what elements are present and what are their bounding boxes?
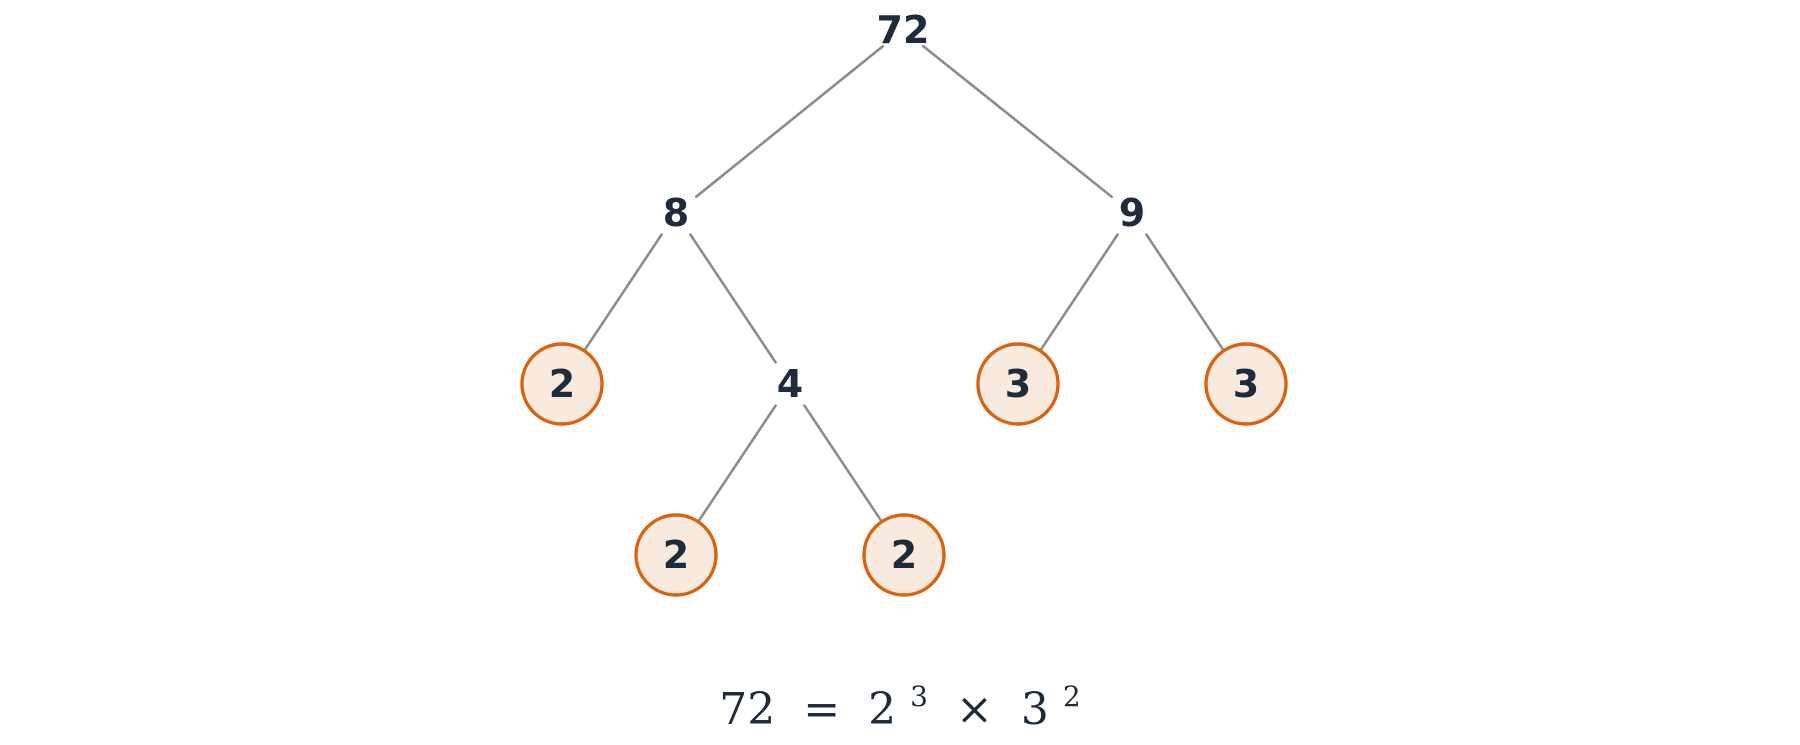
formula-equals: =	[803, 684, 840, 735]
formula-exponent-1: 3	[910, 680, 928, 713]
tree-edges	[583, 44, 1225, 522]
node-label: 8	[663, 191, 689, 235]
tree-edge-n8-n4	[689, 233, 777, 364]
node-label: 3	[1005, 362, 1031, 406]
composite-node: 8	[663, 191, 689, 235]
composite-node: 9	[1119, 191, 1145, 235]
prime-circle	[976, 342, 1060, 426]
composite-node: 4	[777, 362, 803, 406]
tree-edge-n9-n3b	[1145, 233, 1225, 351]
formula-lhs: 72	[719, 684, 775, 735]
formula-times: ×	[956, 684, 993, 735]
tree-edge-n72-n8	[694, 45, 885, 198]
composite-node: 72	[877, 8, 930, 52]
node-label: 3	[1233, 362, 1259, 406]
tree-edge-n4-n2b	[697, 404, 777, 522]
prime-circle	[862, 513, 946, 597]
prime-factor-node: 2	[862, 513, 946, 597]
prime-factorization-formula: 72 = 2 3 × 3 2	[719, 666, 1080, 735]
formula-exponent-2: 2	[1063, 680, 1081, 713]
tree-edge-n8-n2a	[583, 233, 663, 351]
prime-factor-node: 3	[1204, 342, 1288, 426]
tree-edge-n72-n9	[922, 44, 1113, 199]
formula-base-1: 2	[868, 684, 896, 735]
node-label: 9	[1119, 191, 1145, 235]
prime-factor-node: 3	[976, 342, 1060, 426]
formula-base-2: 3	[1021, 684, 1049, 735]
node-label: 4	[777, 362, 803, 406]
node-label: 2	[549, 362, 575, 406]
node-label: 72	[877, 8, 930, 52]
prime-factor-node: 2	[520, 342, 604, 426]
prime-circle	[520, 342, 604, 426]
prime-circle	[1204, 342, 1288, 426]
tree-edge-n4-n2c	[803, 404, 883, 522]
tree-nodes: 72 8 9 2 4 3 3 2 2	[520, 8, 1288, 597]
node-label: 2	[663, 533, 689, 577]
tree-edge-n9-n3a	[1039, 233, 1119, 351]
prime-factor-node: 2	[634, 513, 718, 597]
node-label: 2	[891, 533, 917, 577]
prime-circle	[634, 513, 718, 597]
